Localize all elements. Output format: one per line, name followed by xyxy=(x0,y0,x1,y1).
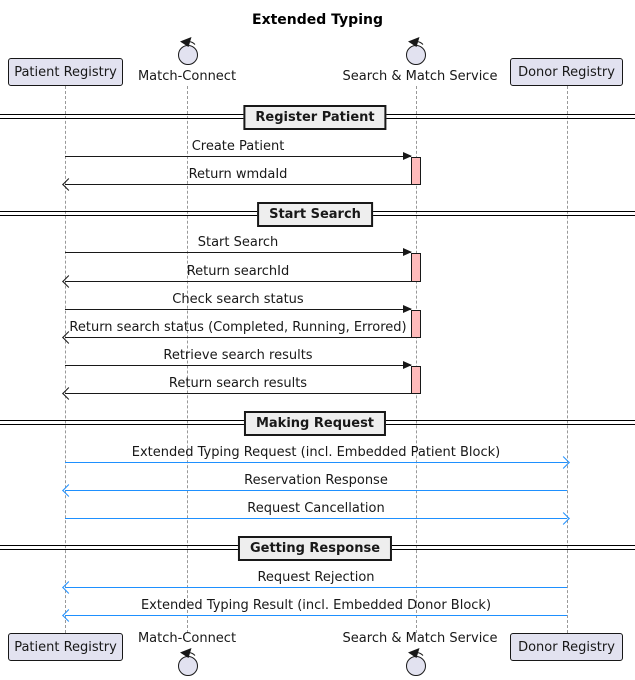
divider-making-request: Making Request xyxy=(243,411,387,436)
participant-label: Patient Registry xyxy=(14,639,117,655)
message-create-patient: Create Patient xyxy=(65,127,412,161)
participant-match-connect-bottom: Match-Connect xyxy=(137,631,237,646)
message-label: Request Rejection xyxy=(257,570,375,585)
control-icon-match-connect-top xyxy=(178,37,198,65)
message-label: Retrieve search results xyxy=(163,348,313,363)
participant-label: Patient Registry xyxy=(14,64,117,80)
divider-start-search: Start Search xyxy=(257,202,373,227)
activation-bar xyxy=(411,310,421,338)
arrowhead-right-icon xyxy=(403,305,412,313)
activation-bar xyxy=(411,157,421,185)
lifeline-match-connect xyxy=(187,86,188,633)
arrow-line xyxy=(65,184,411,185)
message-return-search-results: Return search results xyxy=(62,364,411,400)
message-label: Reservation Response xyxy=(244,473,388,488)
arrowhead-right-icon xyxy=(403,152,412,160)
message-label: Return search status (Completed, Running… xyxy=(69,320,407,335)
message-return-searchid: Return searchId xyxy=(62,252,411,288)
arrow-line xyxy=(65,587,567,588)
arrow-line xyxy=(65,281,411,282)
arrow-line xyxy=(65,462,567,463)
participant-patient-registry-bottom: Patient Registry xyxy=(8,633,123,661)
participant-label: Donor Registry xyxy=(518,64,615,80)
lifeline-patient-registry xyxy=(65,86,66,633)
arrow-line xyxy=(65,156,411,157)
participant-donor-registry-bottom: Donor Registry xyxy=(510,633,623,661)
message-label: Return searchId xyxy=(186,264,290,279)
control-icon-search-match-top xyxy=(406,37,426,65)
lifeline-search-match-service xyxy=(416,86,417,633)
activation-bar xyxy=(411,366,421,394)
message-extended-typing-request: Extended Typing Request (incl. Embedded … xyxy=(65,433,570,469)
participant-donor-registry-top: Donor Registry xyxy=(510,58,623,86)
diagram-title: Extended Typing xyxy=(252,12,383,28)
control-icon-search-match-bottom xyxy=(406,648,426,676)
participant-search-match-service-top: Search & Match Service xyxy=(342,69,498,84)
arrow-line xyxy=(65,337,411,338)
message-extended-typing-result: Extended Typing Result (incl. Embedded D… xyxy=(62,586,567,622)
arrow-line xyxy=(65,309,411,310)
message-label: Start Search xyxy=(197,235,279,250)
activation-bar xyxy=(411,253,421,282)
message-label: Create Patient xyxy=(191,139,285,154)
message-label: Return wmdaId xyxy=(188,167,288,182)
participant-label: Donor Registry xyxy=(518,639,615,655)
message-label: Extended Typing Request (incl. Embedded … xyxy=(131,445,501,460)
message-return-search-status: Return search status (Completed, Running… xyxy=(62,308,411,344)
divider-getting-response: Getting Response xyxy=(237,536,393,561)
message-request-rejection: Request Rejection xyxy=(62,558,567,594)
message-label: Extended Typing Result (incl. Embedded D… xyxy=(140,598,492,613)
participant-match-connect-top: Match-Connect xyxy=(137,69,237,84)
lifeline-donor-registry xyxy=(567,86,568,633)
arrow-line xyxy=(65,615,567,616)
message-retrieve-search-results: Retrieve search results xyxy=(65,336,412,370)
message-return-wmdaid: Return wmdaId xyxy=(62,155,411,191)
arrow-line xyxy=(65,365,411,366)
participant-search-match-service-bottom: Search & Match Service xyxy=(342,631,498,646)
arrow-line xyxy=(65,252,411,253)
arrowhead-right-icon xyxy=(403,248,412,256)
message-start-search: Start Search xyxy=(65,223,412,257)
message-label: Request Cancellation xyxy=(247,501,385,516)
message-request-cancellation: Request Cancellation xyxy=(65,489,570,525)
message-check-search-status: Check search status xyxy=(65,280,412,314)
message-label: Check search status xyxy=(172,292,304,307)
message-reservation-response: Reservation Response xyxy=(62,461,567,497)
participant-patient-registry-top: Patient Registry xyxy=(8,58,123,86)
divider-register-patient: Register Patient xyxy=(243,105,387,130)
arrow-line xyxy=(65,518,567,519)
message-label: Return search results xyxy=(168,376,308,391)
arrow-line xyxy=(65,393,411,394)
control-icon-match-connect-bottom xyxy=(178,648,198,676)
arrow-line xyxy=(65,490,567,491)
arrowhead-right-icon xyxy=(403,361,412,369)
